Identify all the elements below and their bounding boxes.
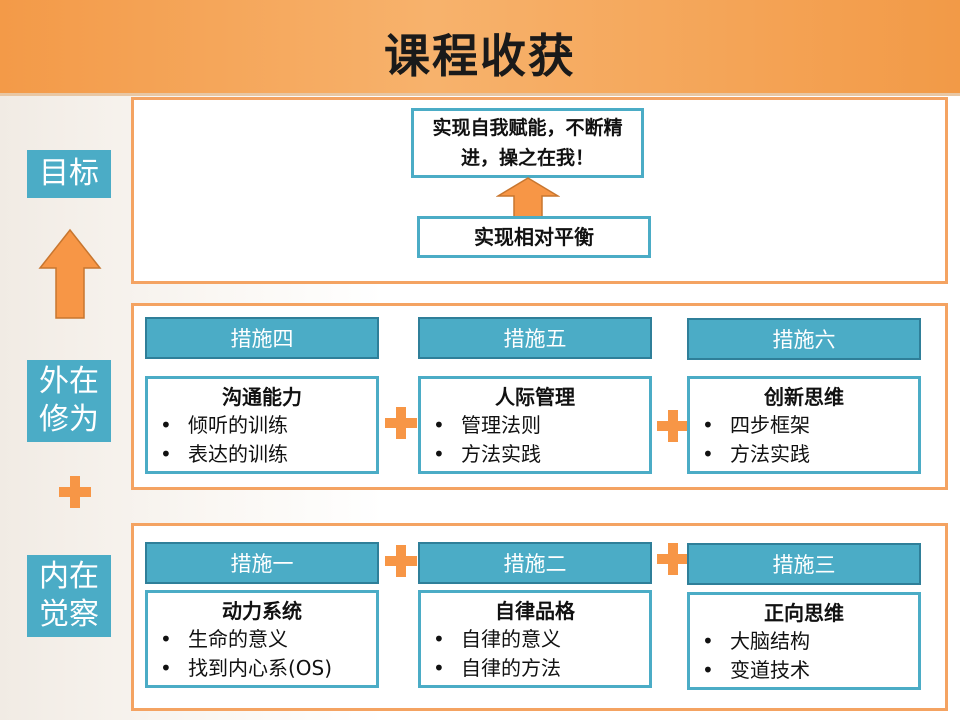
list-item: 自律的意义	[429, 625, 641, 654]
list-item: 表达的训练	[156, 440, 368, 469]
side-label-inner-text: 内在觉察	[39, 559, 99, 632]
measure-head-1: 措施一	[145, 542, 379, 584]
plus-icon	[59, 476, 91, 508]
measure-card-5: 人际管理 管理法则 方法实践	[418, 376, 652, 474]
side-label-goal: 目标	[27, 150, 111, 198]
measure-head-6-text: 措施六	[772, 328, 836, 352]
goal-bottom-box: 实现相对平衡	[417, 216, 651, 258]
goal-top-text: 实现自我赋能，不断精进，操之在我！	[432, 117, 623, 169]
measure-head-5-text: 措施五	[503, 327, 567, 351]
measure-card-6: 创新思维 四步框架 方法实践	[687, 376, 921, 474]
arrow-up-icon	[38, 228, 102, 319]
list-item: 方法实践	[698, 440, 910, 469]
arrow-up-icon	[496, 177, 560, 219]
side-label-outer-text: 外在修为	[39, 364, 99, 437]
measure-head-1-text: 措施一	[230, 552, 294, 576]
title-banner	[0, 0, 960, 96]
measure-card-3: 正向思维 大脑结构 变道技术	[687, 592, 921, 690]
list-item: 四步框架	[698, 411, 910, 440]
goal-bottom-text: 实现相对平衡	[474, 225, 594, 249]
list-item: 方法实践	[429, 440, 641, 469]
measure-head-2: 措施二	[418, 542, 652, 584]
plus-icon	[657, 410, 689, 442]
card-title: 正向思维	[764, 601, 844, 625]
measure-card-4: 沟通能力 倾听的训练 表达的训练	[145, 376, 379, 474]
plus-icon	[385, 407, 417, 439]
card-title: 人际管理	[495, 385, 575, 409]
measure-head-5: 措施五	[418, 317, 652, 359]
measure-card-1: 动力系统 生命的意义 找到内心系(OS)	[145, 590, 379, 688]
goal-top-box: 实现自我赋能，不断精进，操之在我！	[411, 108, 644, 178]
page-title: 课程收获	[384, 29, 576, 83]
plus-icon	[385, 545, 417, 577]
measure-head-4: 措施四	[145, 317, 379, 359]
measure-head-3-text: 措施三	[772, 553, 836, 577]
plus-icon	[657, 543, 689, 575]
list-item: 找到内心系(OS)	[156, 654, 368, 683]
list-item: 倾听的训练	[156, 411, 368, 440]
measure-head-6: 措施六	[687, 318, 921, 360]
list-item: 管理法则	[429, 411, 641, 440]
measure-head-3: 措施三	[687, 543, 921, 585]
measure-head-2-text: 措施二	[503, 552, 567, 576]
card-title: 自律品格	[495, 599, 575, 623]
side-label-goal-text: 目标	[39, 156, 99, 191]
card-title: 沟通能力	[222, 385, 302, 409]
list-item: 自律的方法	[429, 654, 641, 683]
measure-card-2: 自律品格 自律的意义 自律的方法	[418, 590, 652, 688]
side-label-inner: 内在觉察	[27, 555, 111, 637]
side-label-outer: 外在修为	[27, 360, 111, 442]
card-title: 动力系统	[222, 599, 302, 623]
list-item: 变道技术	[698, 656, 910, 685]
card-title: 创新思维	[764, 385, 844, 409]
list-item: 生命的意义	[156, 625, 368, 654]
list-item: 大脑结构	[698, 627, 910, 656]
measure-head-4-text: 措施四	[230, 327, 294, 351]
